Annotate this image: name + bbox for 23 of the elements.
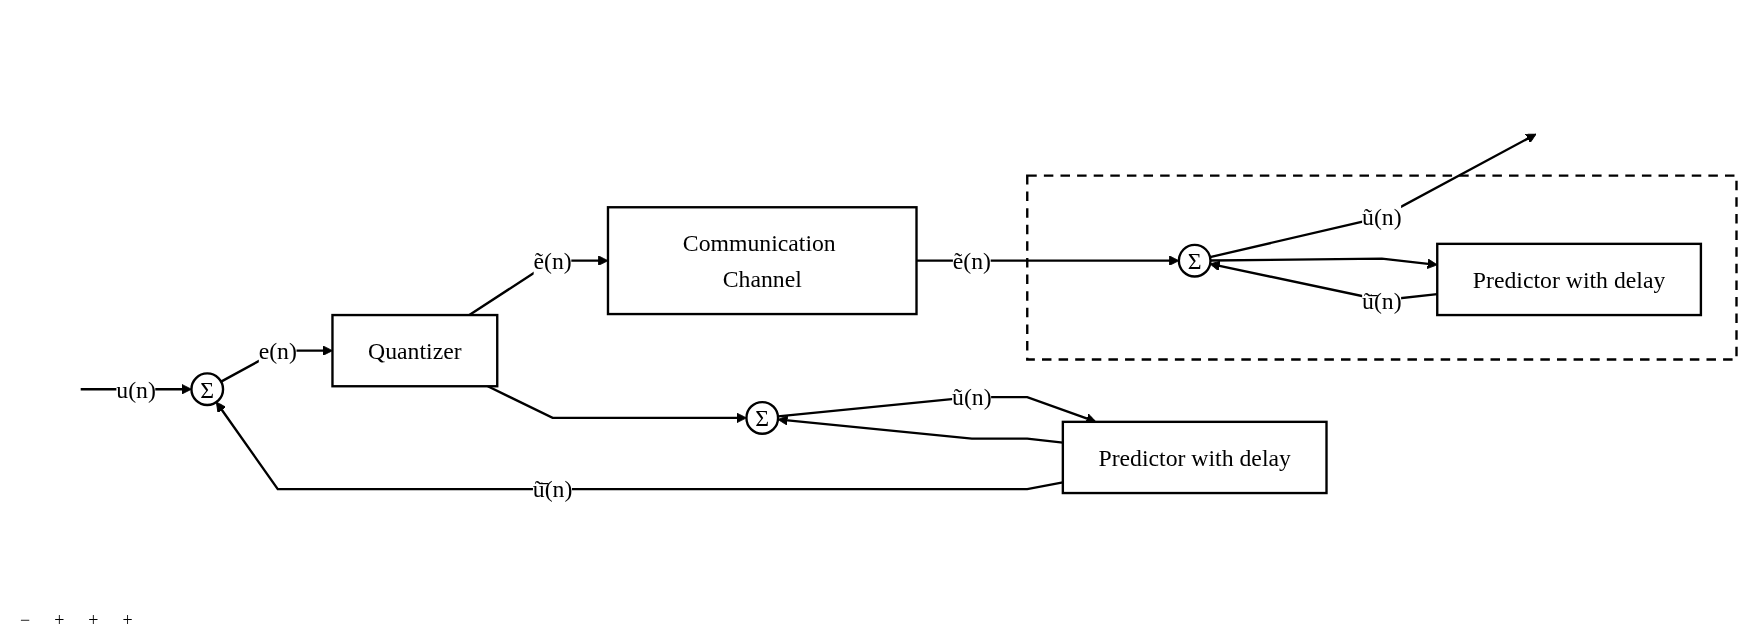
edge-label: ũ(n)	[1362, 204, 1402, 231]
node-circle: Σ	[190, 372, 225, 407]
arrow	[777, 415, 1063, 445]
edge-label: ũ(n)	[952, 384, 992, 411]
arrow	[1210, 257, 1438, 270]
node-box: Predictor with delay	[1061, 420, 1328, 495]
edge-label: ũ̄(n)	[1362, 287, 1402, 314]
edge-label: ũ̄(n)	[532, 476, 573, 503]
edge-label: ẽ(n)	[533, 247, 572, 275]
edge-label: ẽ(n)	[952, 247, 991, 275]
sign-label: +	[54, 610, 65, 631]
node-box: Quantizer	[331, 314, 499, 388]
node-circle: Σ	[1177, 243, 1212, 278]
node-circle: Σ	[745, 401, 780, 436]
edge-label: e(n)	[258, 337, 297, 365]
arrow	[1209, 133, 1537, 259]
edge-label: u(n)	[116, 376, 156, 403]
cluster	[1026, 174, 1738, 362]
node-box: Predictor with delay	[1436, 243, 1703, 317]
sign-label: +	[122, 610, 133, 631]
sign-label: −	[20, 610, 31, 631]
node-box: Communication Channel	[606, 206, 918, 316]
sign-label: +	[88, 610, 99, 631]
